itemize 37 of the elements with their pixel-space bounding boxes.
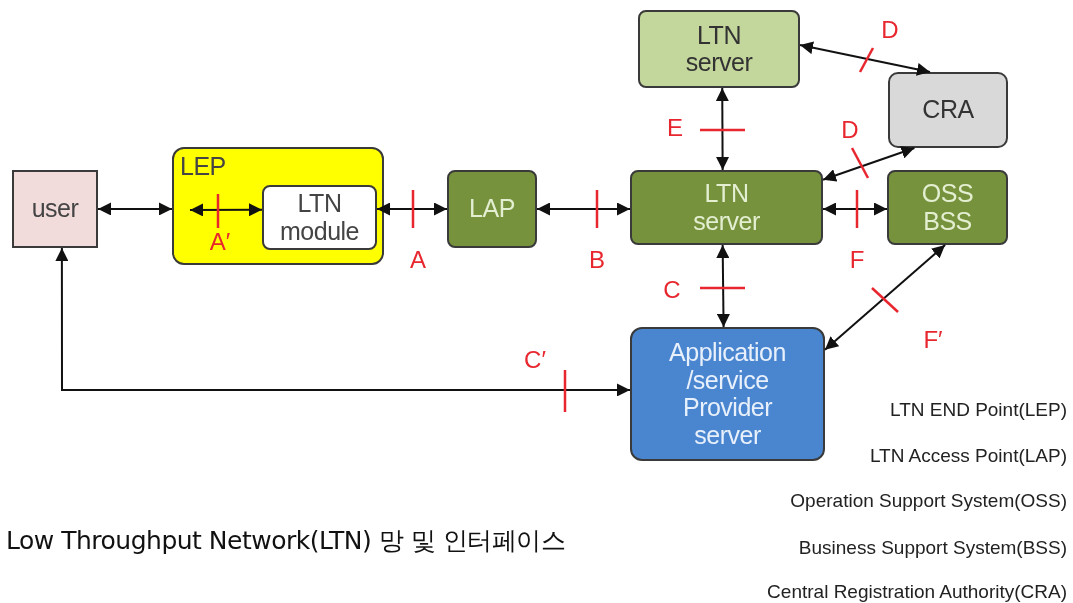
arrow xyxy=(822,146,916,182)
endpoint-group-box xyxy=(172,147,384,265)
interface-label: A xyxy=(410,246,426,274)
definition-text: Business Support System(BSS) xyxy=(798,537,1067,559)
group-label: LEP xyxy=(180,153,226,181)
interface-label: A′ xyxy=(209,228,231,256)
interface-label: C′ xyxy=(524,346,546,374)
arrow xyxy=(715,87,730,171)
arrow xyxy=(822,202,888,216)
interface-label: F′ xyxy=(923,326,943,354)
arrow xyxy=(376,202,448,216)
caption: Low Throughput Network(LTN) 망 및 인터페이스 xyxy=(6,525,566,557)
interface-label: C xyxy=(663,276,681,304)
access-point-box: LAP xyxy=(447,170,537,248)
arrow xyxy=(97,202,173,216)
interface-label: F xyxy=(849,246,865,274)
arrow xyxy=(799,41,931,76)
arrow xyxy=(536,202,631,216)
definition-text: Central Registration Authority(CRA) xyxy=(767,581,1067,603)
server-box: LTN server xyxy=(630,170,823,245)
server-box: LTN server xyxy=(638,10,800,88)
arrow xyxy=(716,244,730,328)
interface-label: B xyxy=(589,246,605,274)
interface-label: D xyxy=(841,116,859,144)
arrow xyxy=(824,244,947,351)
definition-text: LTN END Point(LEP) xyxy=(889,399,1067,421)
interface-label: E xyxy=(667,114,683,142)
interface-label: D xyxy=(881,16,899,44)
arrow xyxy=(189,203,263,217)
authority-box: CRA xyxy=(888,72,1008,148)
support-system-box: OSS BSS xyxy=(887,170,1008,245)
definition-text: Operation Support System(OSS) xyxy=(790,490,1067,512)
user-box: user xyxy=(12,170,98,248)
definition-text: LTN Access Point(LAP) xyxy=(869,445,1067,467)
arrow xyxy=(55,247,631,397)
provider-server-box: Application /service Provider server xyxy=(630,327,825,461)
module-box: LTN module xyxy=(262,185,377,250)
